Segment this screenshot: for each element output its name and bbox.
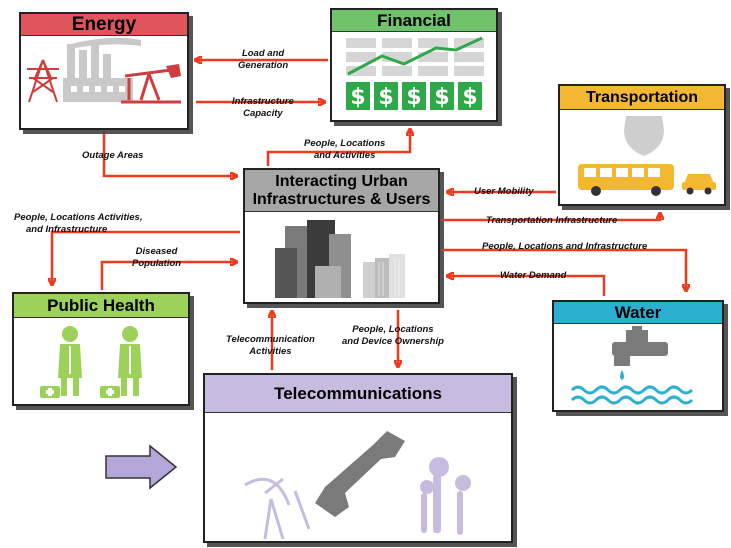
label-people-locations-activities-infrastructure: People, Locations Activities, and Infras… (14, 212, 142, 236)
financial-box: Financial $ $ $ $ $ (330, 8, 498, 122)
label-user-mobility: User Mobility (474, 186, 534, 198)
svg-text:$: $ (406, 85, 421, 110)
energy-title: Energy (21, 14, 187, 36)
label-load-generation: Load and Generation (238, 48, 288, 72)
transportation-title: Transportation (560, 86, 724, 110)
label-infrastructure-capacity: Infrastructure Capacity (232, 96, 294, 120)
label-transportation-infrastructure: Transportation Infrastructure (486, 215, 617, 227)
financial-title: Financial (332, 10, 496, 32)
svg-text:$: $ (462, 85, 477, 110)
water-title: Water (554, 302, 722, 324)
label-line: Diseased (135, 246, 178, 257)
center-title: Interacting Urban Infrastructures & User… (245, 170, 438, 212)
doctors-medical-kit-icon (40, 326, 142, 398)
center-box: Interacting Urban Infrastructures & User… (243, 168, 440, 304)
satellite-phone-microphone-icon (244, 431, 471, 540)
label-device-ownership: People, Locations and Device Ownership (342, 324, 444, 348)
label-line: Infrastructure (232, 96, 294, 107)
label-line: and Device Ownership (342, 336, 444, 347)
label-diseased-population: Diseased Population (132, 246, 181, 270)
label-line: Water Demand (500, 270, 567, 281)
power-tower-factory-oil-pump-icon (27, 37, 181, 104)
label-line: and Activities (313, 150, 376, 161)
label-line: Telecommunication (226, 334, 315, 345)
label-line: Activities (249, 346, 292, 357)
label-line: Capacity (243, 108, 283, 119)
telecom-title: Telecommunications (205, 375, 511, 413)
label-line: Load and (241, 48, 285, 59)
label-water-demand: Water Demand (500, 270, 566, 282)
svg-text:$: $ (434, 85, 449, 110)
label-line: User Mobility (474, 186, 534, 197)
label-line: Outage Areas (82, 150, 144, 161)
telecom-box: Telecommunications (203, 373, 513, 543)
svg-text:$: $ (350, 85, 365, 110)
highway-shield-bus-car-icon (578, 116, 716, 196)
label-line: People, Locations and Infrastructure (482, 241, 648, 252)
water-box: Water (552, 300, 724, 412)
center-title-line1: Interacting Urban (275, 172, 408, 190)
label-line: People, Locations (304, 138, 386, 149)
label-line: Population (132, 258, 182, 269)
label-line: Transportation Infrastructure (486, 215, 618, 226)
energy-box: Energy (19, 12, 189, 130)
public-health-title: Public Health (14, 294, 188, 318)
transportation-box: Transportation (558, 84, 726, 206)
label-line: Generation (238, 60, 289, 71)
label-line: and Infrastructure (26, 224, 108, 235)
city-buildings-icon (275, 220, 405, 298)
svg-text:$: $ (378, 85, 393, 110)
label-people-locations-activities: People, Locations and Activities (304, 138, 385, 162)
label-people-locations-infrastructure: People, Locations and Infrastructure (482, 241, 647, 253)
growth-chart-dollar-icon: $ $ $ $ $ (346, 36, 484, 110)
label-line: People, Locations (352, 324, 434, 335)
public-health-box: Public Health (12, 292, 190, 406)
label-outage-areas: Outage Areas (82, 150, 143, 162)
label-line: People, Locations Activities, (14, 212, 143, 223)
label-telecommunication-activities: Telecommunication Activities (226, 334, 315, 358)
center-title-line2: Infrastructures & Users (252, 190, 431, 208)
faucet-waves-icon (570, 326, 694, 405)
